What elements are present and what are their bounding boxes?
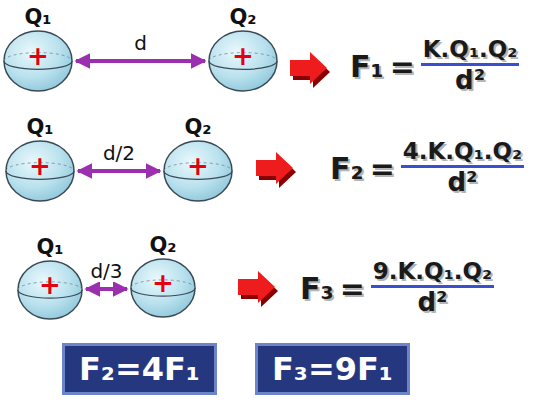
numerator: 4.K.Q₁.Q₂ xyxy=(401,138,524,168)
force-symbol: F₂ xyxy=(330,151,364,186)
charge-label: Q₂ xyxy=(229,5,256,30)
charge-label: Q₂ xyxy=(184,115,211,140)
charge-sign: + xyxy=(187,153,209,179)
fraction: 9.K.Q₁.Q₂d² xyxy=(371,258,494,318)
distance-arrow xyxy=(86,287,127,291)
force-symbol: F₁ xyxy=(350,49,384,84)
red-arrow xyxy=(238,271,278,307)
formula: F₂=4.K.Q₁.Q₂d² xyxy=(330,138,524,198)
sphere-body xyxy=(6,141,74,201)
distance-arrow xyxy=(76,59,205,63)
charge-sphere: Q₂+ xyxy=(163,140,233,202)
red-arrow xyxy=(256,152,296,188)
equals-sign: = xyxy=(340,271,365,306)
charge-sphere: Q₂+ xyxy=(130,258,196,318)
fraction: 4.K.Q₁.Q₂d² xyxy=(401,138,524,198)
charge-sign: + xyxy=(152,270,174,296)
charge-label: Q₁ xyxy=(36,235,63,260)
sphere-body xyxy=(4,31,72,91)
force-symbol: F₃ xyxy=(300,271,334,306)
charge-sign: + xyxy=(29,153,51,179)
charge-sphere: Q₁+ xyxy=(17,260,83,320)
charge-sign: + xyxy=(27,43,49,69)
distance-label: d/3 xyxy=(87,260,125,282)
charge-label: Q₁ xyxy=(26,115,53,140)
denominator: d² xyxy=(417,288,447,318)
formula: F₁=K.Q₁.Q₂d² xyxy=(350,36,519,96)
charge-sphere: Q₂+ xyxy=(208,30,278,92)
charge-sign: + xyxy=(232,43,254,69)
distance-label: d/2 xyxy=(100,142,138,164)
denominator: d² xyxy=(455,66,485,96)
fraction: K.Q₁.Q₂d² xyxy=(421,36,520,96)
result-box: F₃=9F₁ xyxy=(255,343,410,395)
formula: F₃=9.K.Q₁.Q₂d² xyxy=(300,258,494,318)
result-box: F₂=4F₁ xyxy=(62,343,217,395)
sphere-body xyxy=(18,261,82,319)
charge-label: Q₂ xyxy=(149,233,176,258)
denominator: d² xyxy=(447,168,477,198)
distance-label: d xyxy=(131,32,150,54)
result-text: F₂=4F₁ xyxy=(79,350,200,388)
numerator: 9.K.Q₁.Q₂ xyxy=(371,258,494,288)
sphere-body xyxy=(164,141,232,201)
equals-sign: = xyxy=(370,151,395,186)
sphere-body xyxy=(209,31,277,91)
charge-sphere: Q₁+ xyxy=(5,140,75,202)
sphere-body xyxy=(131,259,195,317)
charge-sign: + xyxy=(39,272,61,298)
distance-arrow xyxy=(78,169,160,173)
charge-sphere: Q₁+ xyxy=(3,30,73,92)
result-text: F₃=9F₁ xyxy=(272,350,393,388)
red-arrow xyxy=(290,52,330,88)
equals-sign: = xyxy=(390,49,415,84)
charge-label: Q₁ xyxy=(24,5,51,30)
numerator: K.Q₁.Q₂ xyxy=(421,36,520,66)
